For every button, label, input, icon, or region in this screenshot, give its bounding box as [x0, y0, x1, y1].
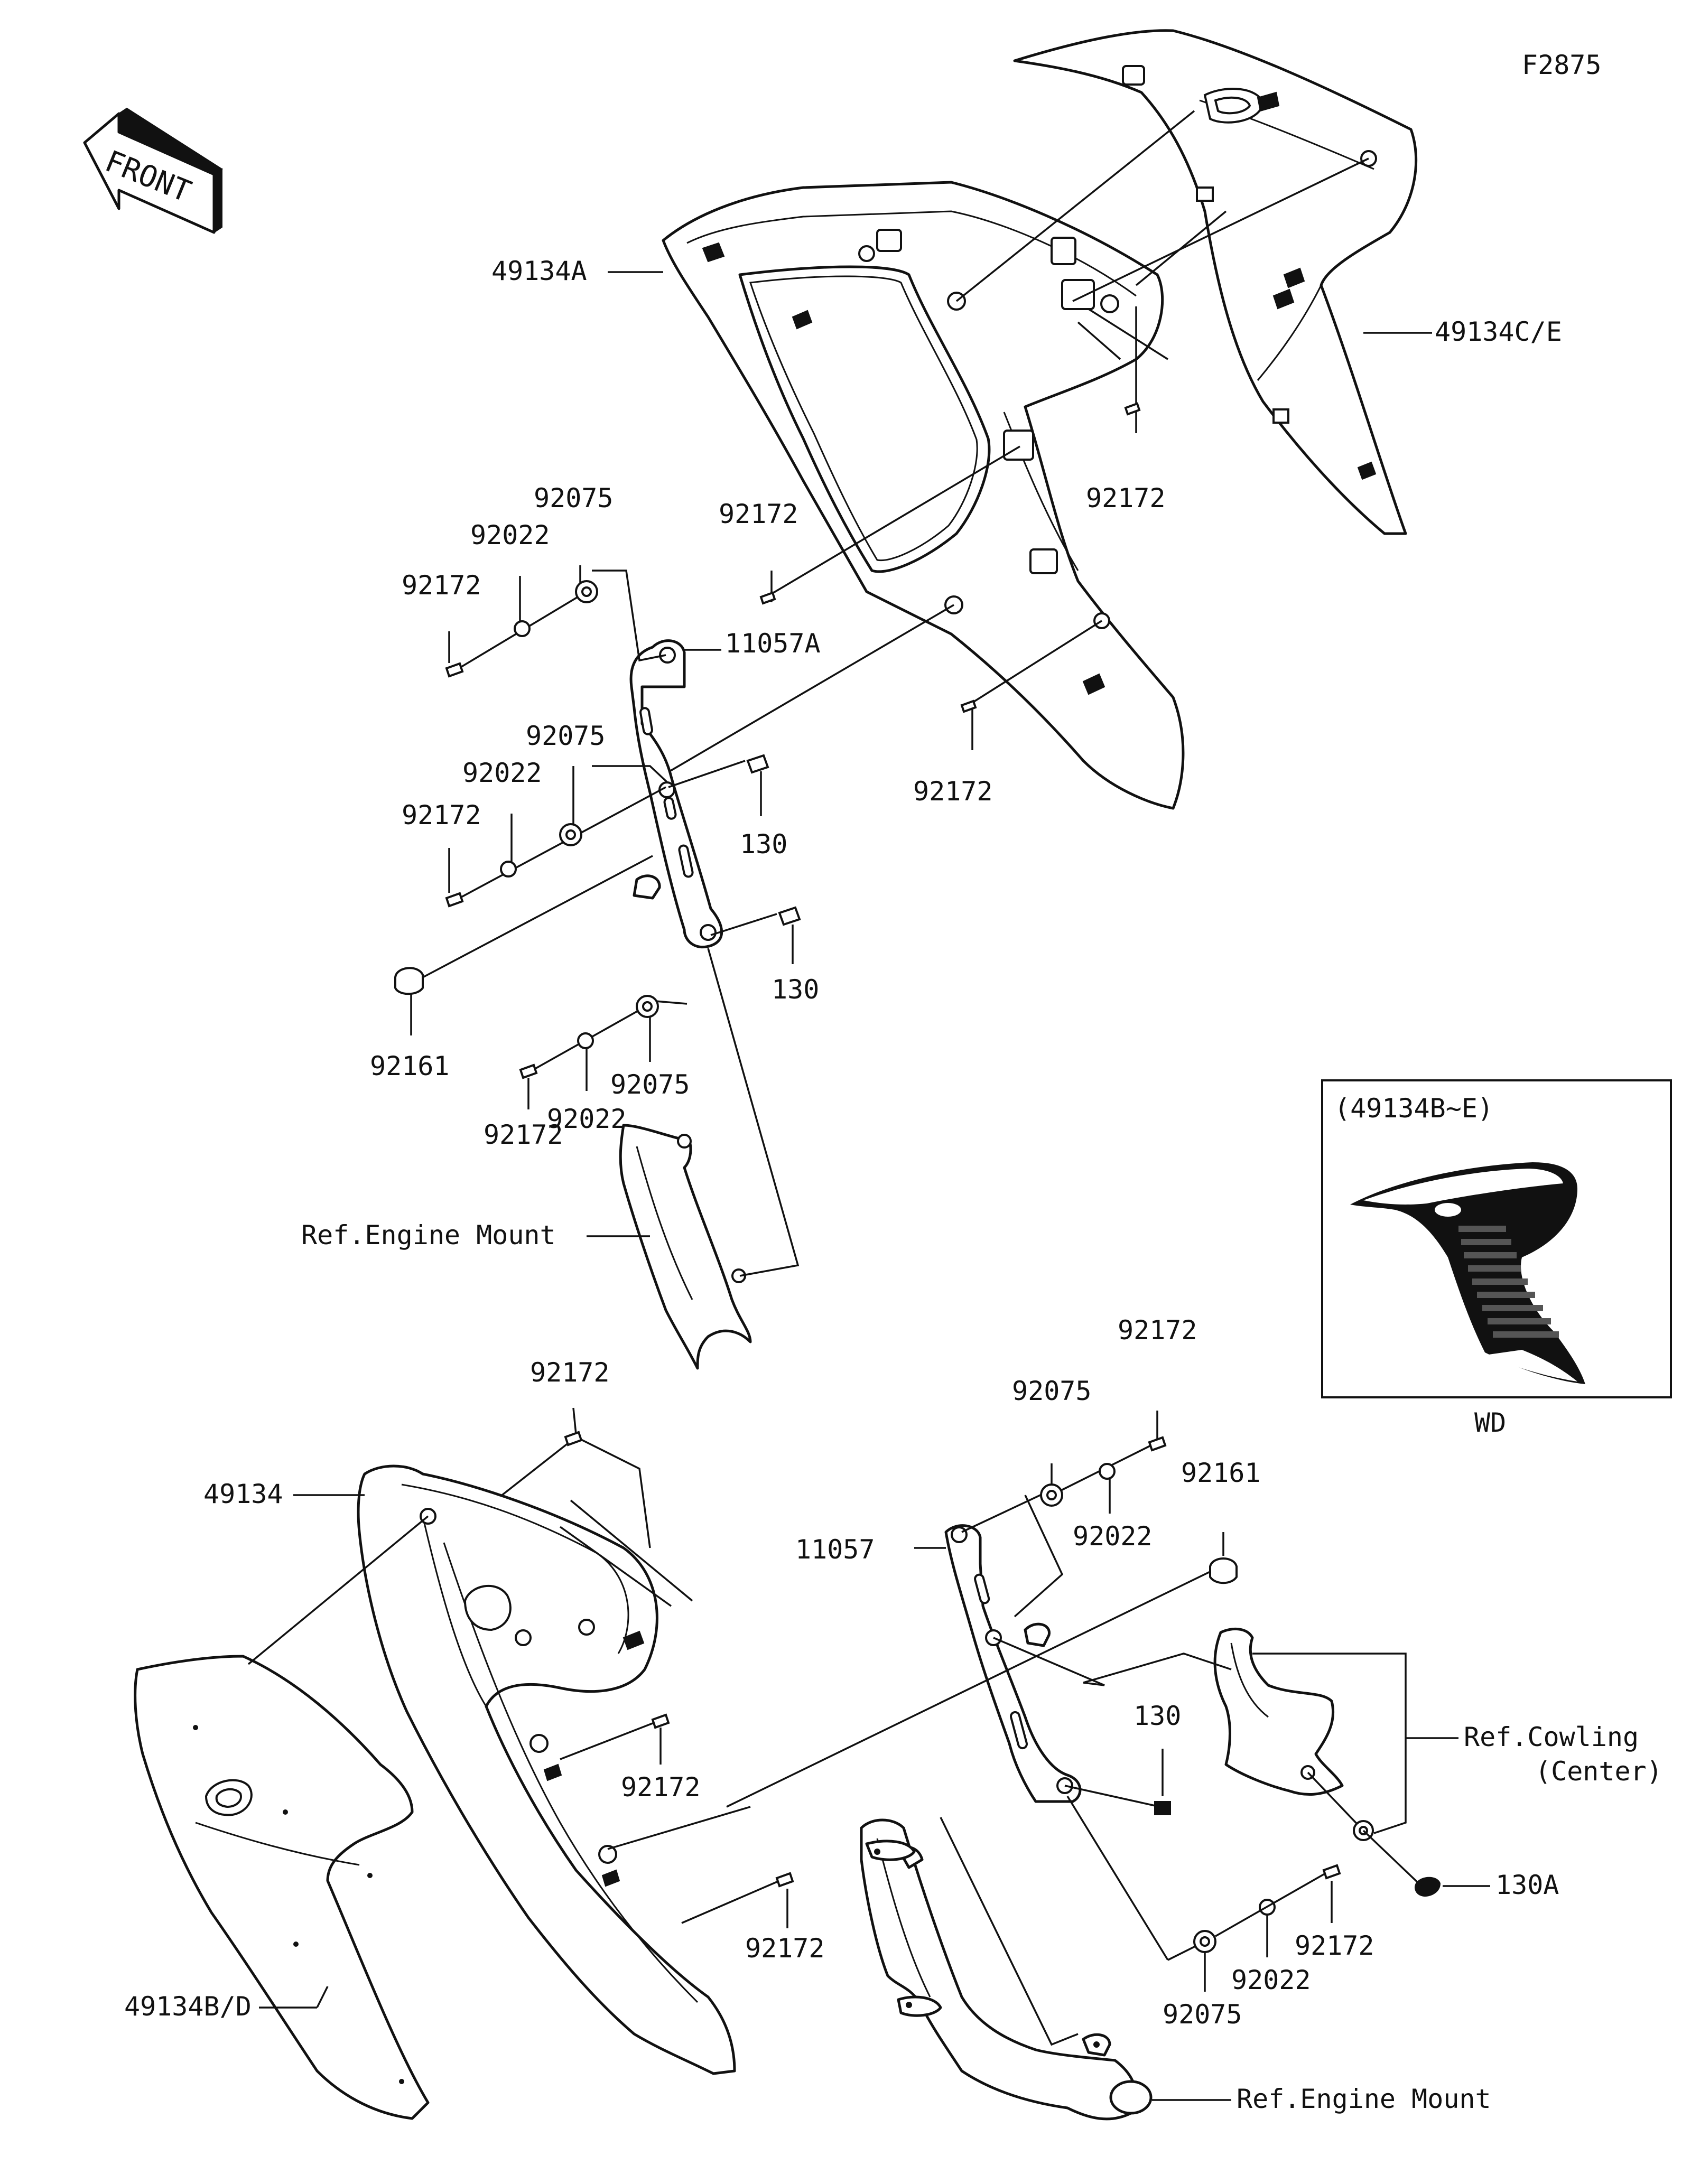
inset-panel: (49134B~E) WD — [1321, 1079, 1672, 1438]
callout-92172-right-top: 92172 — [1118, 1315, 1197, 1346]
lower-panel-49134bd — [134, 1655, 430, 2120]
front-arrow-icon: FRONT — [83, 107, 223, 234]
inset-caption: WD — [1474, 1407, 1506, 1438]
lower-fairing-49134 — [357, 1464, 736, 2075]
lower-right-hardware — [726, 1411, 1490, 1992]
callout-92172-2: 92172 — [402, 800, 481, 830]
bracket-11057a — [629, 639, 723, 949]
callout-92161-left: 92161 — [370, 1051, 450, 1081]
callout-92022-right-bottom: 92022 — [1231, 1965, 1311, 1995]
callout-92075-2: 92075 — [526, 721, 606, 751]
callout-130a: 130A — [1495, 1870, 1559, 1900]
callout-92172-upper-right: 92172 — [1086, 483, 1166, 514]
callout-92022-3: 92022 — [547, 1104, 627, 1134]
callout-11057a: 11057A — [725, 628, 821, 659]
callout-92075-1: 92075 — [534, 483, 614, 514]
callout-92172-1: 92172 — [402, 570, 481, 601]
upper-screws — [759, 402, 1141, 713]
callout-130-2: 130 — [772, 974, 819, 1005]
diagram-code: F2875 — [1522, 50, 1602, 80]
callout-ref-engine-mount-bottom: Ref.Engine Mount — [1237, 2084, 1491, 2114]
callout-92022-1: 92022 — [470, 520, 550, 550]
callout-92022-2: 92022 — [462, 758, 542, 788]
callout-92075-right-top: 92075 — [1012, 1376, 1092, 1406]
callout-92022-right-top: 92022 — [1073, 1521, 1153, 1552]
callout-92161-right: 92161 — [1181, 1458, 1261, 1488]
callout-130-1: 130 — [740, 829, 787, 860]
engine-mount-top — [587, 948, 800, 1370]
callout-ref-cowling: Ref.Cowling — [1464, 1722, 1639, 1752]
callout-92172-3: 92172 — [484, 1119, 563, 1150]
callout-92172-right-bottom: 92172 — [1295, 1930, 1374, 1961]
decal-illustration — [1350, 1162, 1585, 1384]
upper-left-hardware — [394, 565, 801, 1109]
inset-title: (49134B~E) — [1334, 1093, 1493, 1124]
callout-49134bd: 49134B/D — [124, 1991, 252, 2022]
callout-92172-lower-top: 92172 — [530, 1357, 610, 1388]
callout-49134: 49134 — [203, 1479, 283, 1509]
callout-92075-right-bottom: 92075 — [1163, 1999, 1242, 2030]
engine-mount-bottom — [860, 1817, 1231, 2121]
callout-92172-lower-mid: 92172 — [621, 1772, 701, 1803]
callout-130-right: 130 — [1133, 1701, 1181, 1731]
callout-92172-upper-mid: 92172 — [719, 499, 798, 529]
callout-49134a: 49134A — [491, 256, 587, 286]
callout-92075-3: 92075 — [610, 1069, 690, 1100]
upper-leaders — [608, 110, 1432, 778]
bracket-11057 — [944, 1524, 1082, 1803]
callout-11057: 11057 — [795, 1534, 875, 1565]
callout-92172-upper-mid-2: 92172 — [913, 776, 993, 807]
callout-49134ce: 49134C/E — [1435, 316, 1562, 347]
callout-92172-lower-bottom: 92172 — [745, 1933, 825, 1964]
callout-ref-cowling-center: (Center) — [1535, 1756, 1662, 1787]
callout-labels: 49134A 49134C/E 92172 92172 92172 92075 … — [124, 256, 1662, 2114]
side-panel-49134ce — [1013, 29, 1418, 535]
callout-ref-engine-mount-top: Ref.Engine Mount — [301, 1220, 556, 1250]
lower-left-leaders — [247, 1407, 794, 2009]
